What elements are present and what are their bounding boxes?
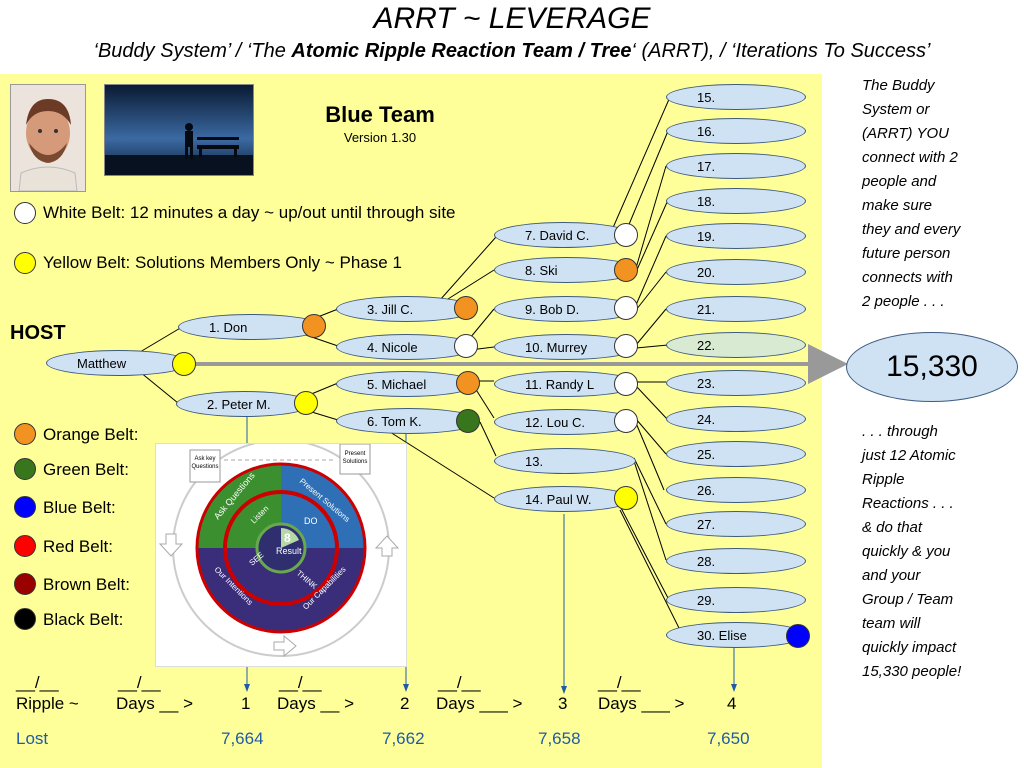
success-cycle-diagram: Ask key Questions Present Solutions Resu… [155, 443, 407, 667]
svg-text:Result: Result [276, 546, 302, 556]
node-4-belt-icon [454, 334, 478, 358]
iteration-4: 4 [727, 694, 737, 713]
team-name: Blue Team [325, 102, 435, 127]
node-6-belt-icon [456, 409, 480, 433]
lost-value-2: 7,662 [382, 729, 425, 748]
blue-belt-icon [14, 496, 36, 518]
ripple-fraction: __/__ [16, 673, 59, 692]
days-fraction-1: __/__ [118, 673, 161, 692]
svg-text:Solutions: Solutions [343, 459, 368, 465]
node-14: 14. Paul W. [494, 486, 632, 512]
node-3: 3. Jill C. [336, 296, 476, 322]
iteration-1: 1 [241, 694, 251, 713]
blue-belt-label: Blue Belt: [43, 498, 116, 517]
node-12-belt-icon [614, 409, 638, 433]
yellow-belt-icon [14, 252, 36, 274]
profile-photo [10, 84, 86, 192]
node-18: 18. [666, 188, 806, 214]
red-belt-label: Red Belt: [43, 537, 113, 556]
brown-belt-label: Brown Belt: [43, 575, 130, 594]
silhouette-photo [104, 84, 254, 176]
node-7: 7. David C. [494, 222, 632, 248]
svg-text:Ask key: Ask key [194, 456, 215, 462]
lost-label: Lost [16, 729, 49, 748]
node-10-belt-icon [614, 334, 638, 358]
orange-belt-icon [14, 423, 36, 445]
node-27: 27. [666, 511, 806, 537]
node-17: 17. [666, 153, 806, 179]
total-reach: 15,330 [846, 332, 1018, 402]
days-label-3: Days ___ > [436, 694, 523, 713]
black-belt-label: Black Belt: [43, 610, 124, 629]
host-label: HOST [10, 322, 66, 344]
node-13: 13. [494, 448, 636, 474]
node-9-belt-icon [614, 296, 638, 320]
node-7-belt-icon [614, 223, 638, 247]
lost-value-1: 7,664 [221, 729, 264, 748]
days-label-4: Days ___ > [598, 694, 685, 713]
green-belt-icon [14, 458, 36, 480]
yellow-belt-label: Yellow Belt: Solutions Members Only ~ Ph… [43, 253, 402, 272]
node-25: 25. [666, 441, 806, 467]
lost-value-3: 7,658 [538, 729, 581, 748]
node-11-belt-icon [614, 372, 638, 396]
node-29: 29. [666, 587, 806, 613]
days-fraction-2: __/__ [279, 673, 322, 692]
node-20: 20. [666, 259, 806, 285]
green-belt-label: Green Belt: [43, 460, 129, 479]
brown-belt-icon [14, 573, 36, 595]
iteration-3: 3 [558, 694, 568, 713]
team-version: Version 1.30 [343, 130, 417, 145]
node-5: 5. Michael [336, 371, 476, 397]
node-22: 22. [666, 332, 806, 358]
node-15: 15. [666, 84, 806, 110]
node-14-belt-icon [614, 486, 638, 510]
lost-value-4: 7,650 [707, 729, 750, 748]
node-30: 30. Elise [666, 622, 806, 648]
svg-text:DO: DO [304, 516, 318, 526]
days-fraction-4: __/__ [598, 673, 641, 692]
black-belt-icon [14, 608, 36, 630]
node-21: 21. [666, 296, 806, 322]
node-2-belt-icon [294, 391, 318, 415]
orange-belt-label: Orange Belt: [43, 425, 139, 444]
white-belt-icon [14, 202, 36, 224]
svg-text:8: 8 [284, 531, 291, 545]
node-matthew-belt-icon [172, 352, 196, 376]
node-3-belt-icon [454, 296, 478, 320]
node-4: 4. Nicole [336, 334, 476, 360]
node-8: 8. Ski [494, 257, 638, 283]
node-8-belt-icon [614, 258, 638, 282]
iteration-2: 2 [400, 694, 410, 713]
node-30-belt-icon [786, 624, 810, 648]
node-23: 23. [666, 370, 806, 396]
node-28: 28. [666, 548, 806, 574]
page-title: ARRT ~ LEVERAGE [373, 2, 651, 35]
node-1-belt-icon [302, 314, 326, 338]
days-fraction-3: __/__ [438, 673, 481, 692]
svg-text:Questions: Questions [191, 464, 218, 470]
node-24: 24. [666, 406, 806, 432]
node-19: 19. [666, 223, 806, 249]
days-label-1: Days __ > [116, 694, 194, 713]
days-label-2: Days __ > [277, 694, 355, 713]
node-26: 26. [666, 477, 806, 503]
white-belt-label: White Belt: 12 minutes a day ~ up/out un… [43, 203, 456, 222]
node-5-belt-icon [456, 371, 480, 395]
node-matthew: Matthew [46, 350, 190, 376]
ripple-label: Ripple ~ [16, 694, 79, 713]
svg-text:Present: Present [345, 451, 366, 457]
red-belt-icon [14, 535, 36, 557]
page-subtitle: ‘Buddy System’ / ‘The Atomic Ripple Reac… [93, 40, 931, 62]
node-2: 2. Peter M. [176, 391, 312, 417]
node-16: 16. [666, 118, 806, 144]
